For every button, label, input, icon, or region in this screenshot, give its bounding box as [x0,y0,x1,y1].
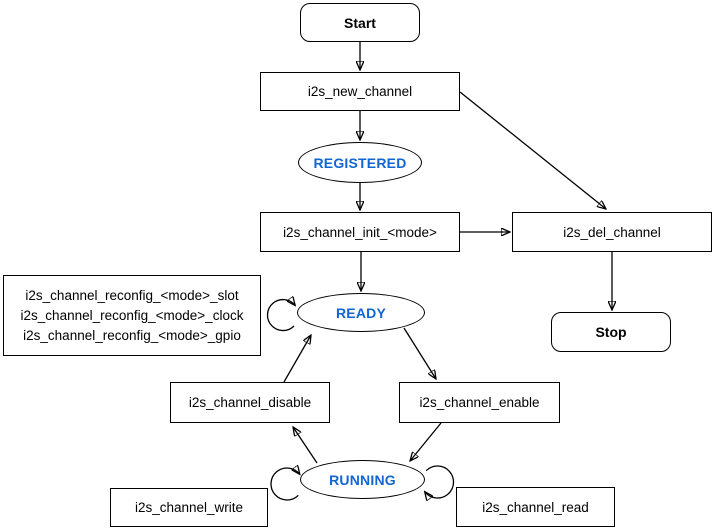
node-i2s-del-channel-label: i2s_del_channel [563,224,661,240]
node-i2s-channel-enable: i2s_channel_enable [399,382,560,423]
node-i2s-channel-read-label: i2s_channel_read [482,499,589,515]
node-i2s-channel-disable-label: i2s_channel_disable [188,395,312,410]
node-state-running-label: RUNNING [329,471,396,488]
edge-ready-to-enable [403,327,436,379]
edge-running-self-loop-write [270,468,300,501]
edge-running-to-disable [293,427,318,464]
node-i2s-channel-write-label: i2s_channel_write [134,500,244,515]
node-state-ready: READY [297,293,425,332]
node-i2s-channel-init-label: i2s_channel_init_<mode> [283,224,437,240]
node-stop-label: Stop [595,324,627,340]
node-i2s-channel-init: i2s_channel_init_<mode> [260,212,460,252]
node-state-registered-label: REGISTERED [313,154,407,171]
node-state-ready-label: READY [335,304,386,321]
node-i2s-channel-read: i2s_channel_read [456,487,615,527]
node-stop: Stop [551,312,671,352]
node-reconfig-functions: i2s_channel_reconfig_<mode>_slot i2s_cha… [3,275,261,356]
node-i2s-channel-write: i2s_channel_write [110,488,268,527]
node-i2s-channel-disable: i2s_channel_disable [170,382,330,423]
node-i2s-channel-enable-label: i2s_channel_enable [419,395,540,410]
edge-ready-self-loop [266,300,296,332]
node-i2s-new-channel: i2s_new_channel [260,72,460,111]
node-i2s-new-channel-label: i2s_new_channel [307,84,413,99]
edge-new-channel-to-del-channel [459,91,606,209]
reconfig-slot-label: i2s_channel_reconfig_<mode>_slot [25,287,239,303]
node-start-label: Start [344,14,376,31]
node-state-registered: REGISTERED [298,142,422,183]
reconfig-gpio-label: i2s_channel_reconfig_<mode>_gpio [23,327,241,343]
edge-running-self-loop-read [425,465,455,498]
reconfig-clock-label: i2s_channel_reconfig_<mode>_clock [20,307,244,323]
node-state-running: RUNNING [300,460,425,499]
edge-enable-to-running [410,422,442,461]
node-start: Start [300,3,420,42]
node-i2s-del-channel: i2s_del_channel [512,212,712,252]
edge-disable-to-ready [283,335,311,383]
